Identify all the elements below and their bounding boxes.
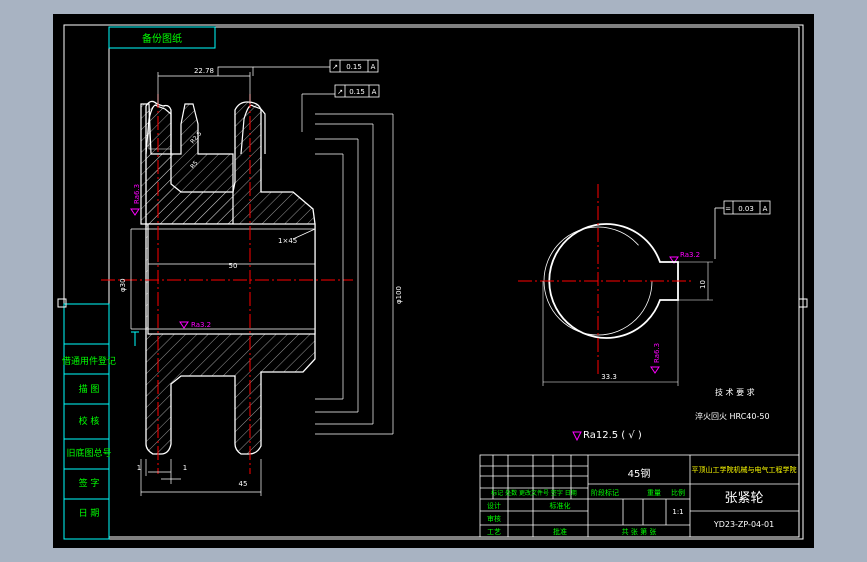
- tech-req-title: 技 术 要 求: [715, 387, 755, 397]
- tb-company: 平顶山工学院机械与电气工程学院: [692, 465, 797, 474]
- hardening-note: 淬火回火 HRC40-50: [695, 411, 770, 421]
- frame-tick-right: [798, 298, 808, 308]
- svg-text:A: A: [372, 88, 377, 96]
- side-item-4: 签 字: [79, 477, 100, 489]
- tb-scale: 1:1: [672, 508, 683, 516]
- tb-row-head: 标记 处数 更改文件号 签字 日期: [491, 489, 577, 497]
- side-item-1: 描 图: [79, 383, 100, 395]
- side-panel: [63, 303, 110, 540]
- roughness-marks: Ra6.3 Ra3.2 Ra3.2 Ra6.3: [130, 184, 700, 374]
- svg-text:A: A: [763, 205, 768, 213]
- svg-text:Ra3.2: Ra3.2: [191, 321, 211, 329]
- global-roughness-symbol: [572, 431, 582, 442]
- dim-bore-dia: φ30: [119, 278, 127, 292]
- svg-text:0.03: 0.03: [738, 205, 754, 213]
- dim-small-1: 1: [137, 464, 141, 472]
- dim-outer-dia: φ100: [395, 286, 403, 304]
- svg-text:A: A: [371, 63, 376, 71]
- runout-frame-key: = 0.03 A: [714, 200, 771, 259]
- svg-text:↗: ↗: [337, 88, 343, 96]
- tb-row-review: 审核: [487, 514, 501, 523]
- side-item-3: 旧底图总号: [66, 447, 111, 459]
- dimension-lines: [130, 66, 394, 496]
- dim-key-width: 10: [699, 280, 707, 289]
- side-item-2: 校 核: [79, 415, 100, 427]
- runout-frame-1: ↗ 0.15 A: [329, 59, 379, 73]
- svg-text:0.15: 0.15: [346, 63, 362, 71]
- dim-overall-length: 45: [239, 480, 248, 488]
- tb-part-name: 张紧轮: [724, 491, 763, 506]
- tb-stage-hdr: 阶段标记: [591, 488, 619, 497]
- corner-label-box: [108, 26, 216, 49]
- drawing-canvas: 备份图纸 借通用件登记 描 图 校 核 旧底图总号 签 字 日 期: [53, 14, 814, 548]
- dim-key-depth: 33.3: [601, 373, 617, 381]
- svg-text:Ra6.3: Ra6.3: [653, 343, 661, 363]
- dim-small-2: 1: [183, 464, 187, 472]
- end-view: [518, 184, 713, 386]
- tb-row-process: 工艺: [487, 528, 501, 536]
- tb-material: 45钢: [628, 467, 651, 480]
- side-item-0: 借通用件登记: [62, 355, 116, 367]
- tb-sheet: 共 张 第 张: [622, 527, 657, 536]
- svg-text:Ra3.2: Ra3.2: [680, 251, 700, 259]
- dim-tooth-radius-2: R5: [189, 160, 200, 171]
- runout-frame-2: ↗ 0.15 A: [334, 84, 380, 98]
- dim-top-width: 22.78: [194, 67, 214, 75]
- tb-drawing-no: YD23-ZP-04-01: [713, 520, 774, 529]
- tb-weight-hdr: 重量: [647, 489, 661, 497]
- inner-border: [108, 26, 800, 538]
- svg-text:=: =: [725, 205, 731, 213]
- bore: [147, 223, 316, 335]
- global-roughness: Ra12.5 ( √ ): [583, 430, 642, 441]
- dim-chamfer: 1×45: [278, 237, 297, 245]
- svg-text:↗: ↗: [332, 63, 338, 71]
- tb-row-design: 设计: [487, 501, 501, 510]
- side-item-5: 日 期: [79, 508, 100, 519]
- tb-scale-hdr: 比例: [671, 488, 685, 497]
- tb-approve: 批准: [553, 527, 567, 536]
- svg-text:0.15: 0.15: [349, 88, 365, 96]
- frame-tick-left: [57, 298, 67, 308]
- section-view: [101, 94, 353, 474]
- tb-std: 标准化: [550, 501, 571, 510]
- outer-border: [63, 24, 804, 540]
- cad-drawing: 备份图纸 借通用件登记 描 图 校 核 旧底图总号 签 字 日 期: [57, 24, 808, 540]
- title-block: [479, 454, 800, 538]
- dim-bore-length: 50: [229, 262, 238, 270]
- corner-label: 备份图纸: [142, 32, 182, 45]
- svg-text:Ra6.3: Ra6.3: [133, 184, 141, 204]
